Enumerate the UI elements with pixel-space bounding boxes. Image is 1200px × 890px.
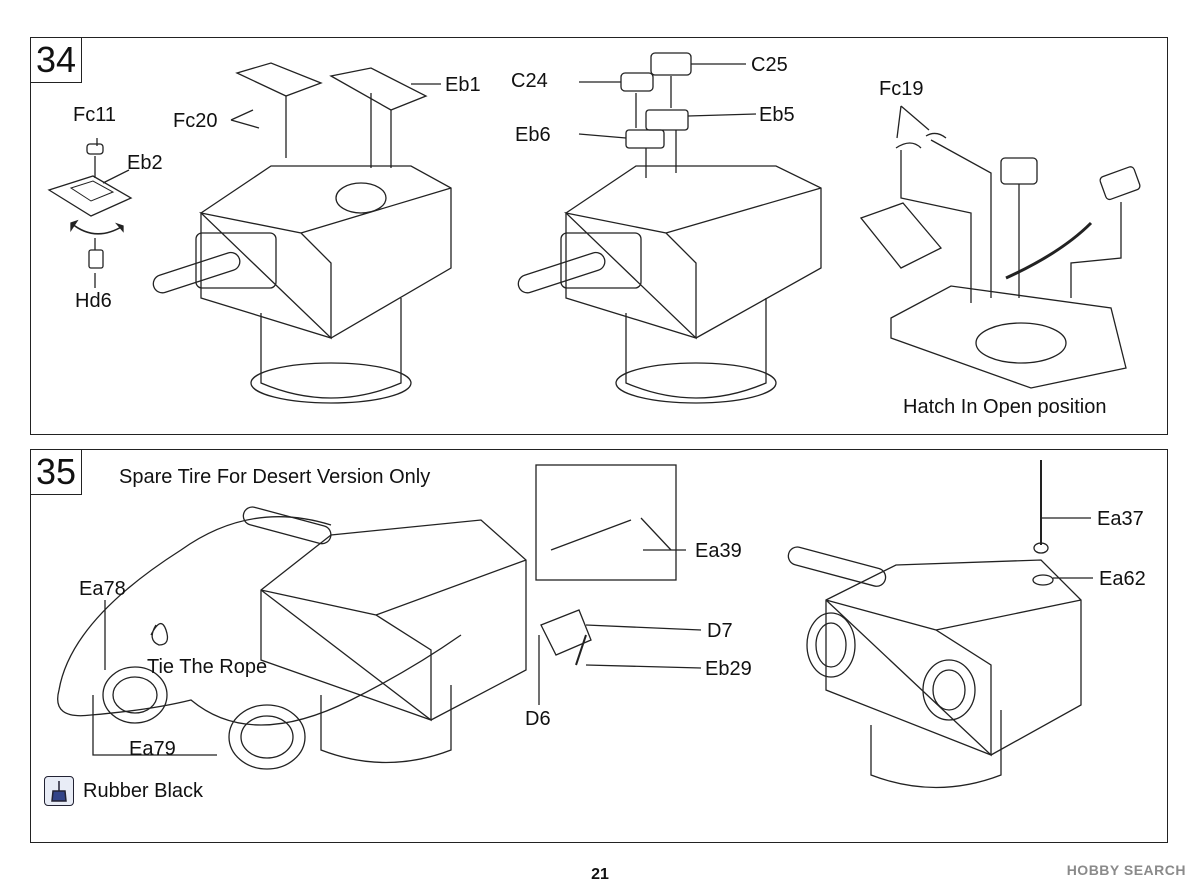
rubber-black-note: Rubber Black bbox=[83, 780, 204, 802]
part-label-c24: C24 bbox=[511, 70, 548, 92]
part-label-eb6: Eb6 bbox=[515, 124, 551, 146]
step-34-panel: 34 bbox=[30, 37, 1168, 435]
part-label-eb29: Eb29 bbox=[705, 658, 752, 680]
part-label-fc20: Fc20 bbox=[173, 110, 218, 132]
part-label-ea62: Ea62 bbox=[1099, 568, 1146, 590]
part-label-d6: D6 bbox=[525, 708, 551, 730]
watermark: HOBBY SEARCH bbox=[1066, 862, 1186, 878]
step-34-illustration bbox=[47, 52, 1141, 404]
step-number: 34 bbox=[31, 38, 82, 83]
step-35-title: Spare Tire For Desert Version Only bbox=[119, 466, 431, 488]
step-number: 35 bbox=[31, 450, 82, 495]
paint-brush-icon bbox=[44, 776, 74, 806]
part-label-eb2: Eb2 bbox=[127, 152, 163, 174]
part-label-eb1: Eb1 bbox=[445, 74, 481, 96]
part-label-eb5: Eb5 bbox=[759, 104, 795, 126]
part-label-fc19: Fc19 bbox=[879, 78, 924, 100]
part-label-d7: D7 bbox=[707, 620, 733, 642]
part-label-hd6: Hd6 bbox=[75, 290, 112, 312]
step-35-panel: 35 bbox=[30, 449, 1168, 843]
part-label-ea79: Ea79 bbox=[129, 738, 176, 760]
part-label-fc11: Fc11 bbox=[73, 104, 116, 126]
tie-rope-note: Tie The Rope bbox=[147, 656, 268, 678]
part-label-ea39: Ea39 bbox=[695, 540, 742, 562]
page-number: 21 bbox=[591, 866, 609, 883]
step-35-illustration bbox=[57, 460, 1093, 789]
part-label-ea37: Ea37 bbox=[1097, 508, 1144, 530]
part-label-c25: C25 bbox=[751, 54, 788, 76]
part-label-ea78: Ea78 bbox=[79, 578, 126, 600]
hatch-open-note: Hatch In Open position bbox=[903, 396, 1107, 418]
